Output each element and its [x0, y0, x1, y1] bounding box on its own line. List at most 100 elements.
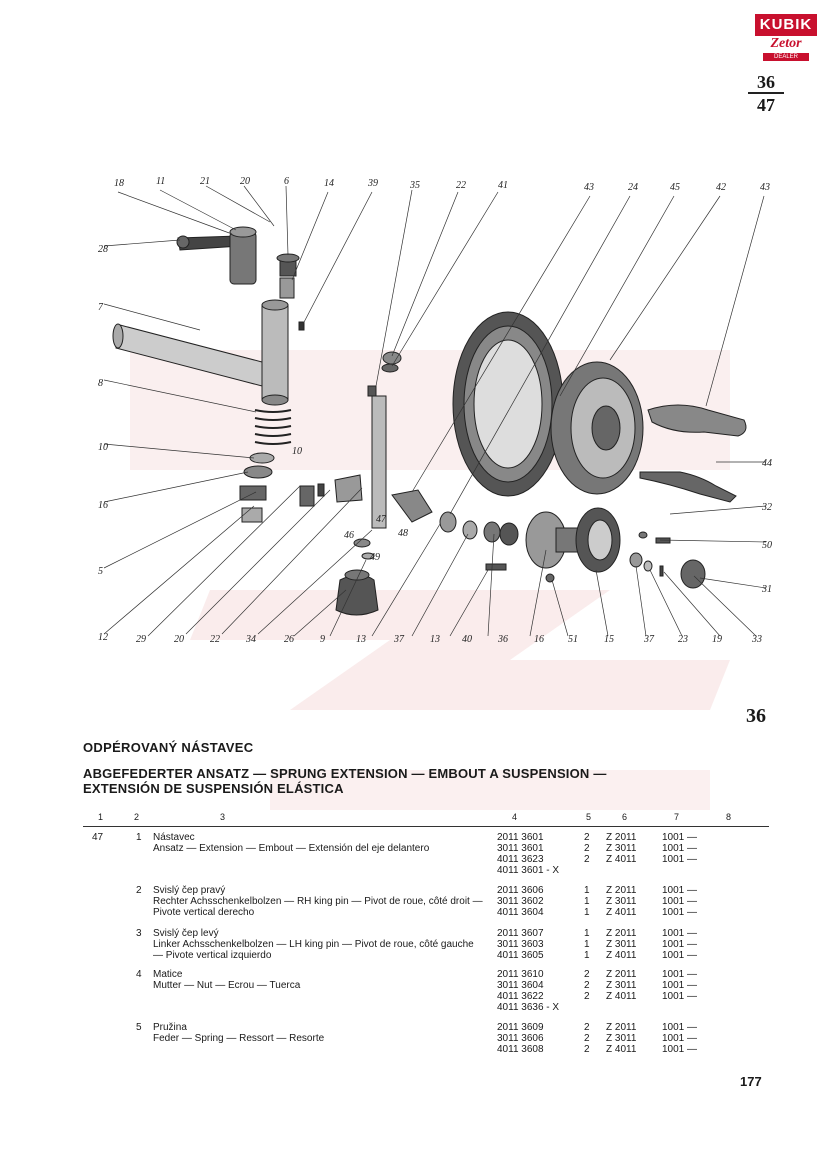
quantities-entry: 1: [584, 928, 590, 939]
kubik-zetor-logo: KUBIK Zetor DEALER: [755, 14, 817, 66]
quantities-entry: 2: [584, 969, 590, 980]
description-line: Rechter Achsschenkelbolzen — RH king pin…: [153, 896, 483, 918]
logo-brand: KUBIK: [755, 14, 817, 36]
part-codes-entry: 4011 3622: [497, 991, 544, 1002]
extension-tube-part: [112, 299, 289, 406]
tractor-models-entry: [606, 1002, 636, 1013]
callout: 42: [716, 182, 726, 193]
column-number: 7: [674, 812, 680, 822]
callout: 39: [367, 178, 378, 189]
figure-fraction: 36 47: [748, 72, 784, 116]
description-line: Nástavec: [153, 832, 195, 843]
callout: 16: [534, 634, 544, 645]
quantities-entry: 2: [584, 1022, 590, 1033]
part-codes-entry: 2011 3609: [497, 1022, 544, 1033]
valid-from-entry: 1001 —: [662, 885, 698, 896]
part-codes-entry: 4011 3605: [497, 950, 544, 961]
quantities-entry: 1: [584, 950, 590, 961]
tractor-models-entry: Z 4011: [606, 950, 637, 961]
callout: 22: [456, 180, 466, 191]
part-codes-entry: 3011 3601: [497, 843, 544, 854]
valid-from: 1001 —1001 —1001 —: [662, 885, 697, 918]
callout: 40: [462, 634, 472, 645]
valid-from: 1001 —1001 —1001 —: [662, 832, 697, 876]
callout: 10: [98, 442, 108, 453]
callout: 29: [136, 634, 146, 645]
tractor-models-entry: Z 4011: [606, 854, 637, 865]
callout-labels: 18 11 21 20 6 14 39 35 22 41 43 24 45 42…: [98, 176, 772, 645]
quantities-entry: 2: [584, 980, 590, 991]
description-line: Pružina: [153, 1022, 187, 1033]
part-codes-entry: 4011 3636 - X: [497, 1002, 560, 1013]
part-codes-entry: 4011 3623: [497, 854, 544, 865]
callout: 7: [98, 302, 104, 313]
callout: 26: [284, 634, 294, 645]
column-number: 4: [512, 812, 518, 822]
callout: 35: [409, 180, 420, 191]
hub-part: [525, 507, 621, 573]
steering-arm-part: [176, 226, 257, 285]
tractor-models-entry: Z 2011: [606, 885, 637, 896]
tractor-models-entry: Z 4011: [606, 907, 637, 918]
part-codes-entry: 3011 3604: [497, 980, 544, 991]
callout: 18: [114, 178, 124, 189]
position-number: 2: [136, 885, 142, 896]
description-line: Svislý čep levý: [153, 928, 219, 939]
logo-tag: DEALER: [763, 53, 809, 61]
callout: 36: [497, 634, 508, 645]
table-header-rule: [83, 826, 769, 827]
part-codes-entry: 4011 3604: [497, 907, 544, 918]
tire-part: [452, 311, 564, 497]
part-codes-entry: 2011 3606: [497, 885, 544, 896]
callout: 33: [751, 634, 762, 645]
callout: 28: [98, 244, 108, 255]
callout: 50: [762, 540, 772, 551]
valid-from-entry: 1001 —: [662, 1033, 698, 1044]
callout: 8: [98, 378, 103, 389]
valid-from-entry: 1001 —: [662, 843, 698, 854]
column-number: 6: [622, 812, 628, 822]
tractor-models-entry: Z 3011: [606, 980, 637, 991]
valid-from-entry: 1001 —: [662, 969, 698, 980]
quantities-entry: 2: [584, 832, 590, 843]
callout: 43: [760, 182, 770, 193]
part-codes-entry: 2011 3610: [497, 969, 544, 980]
callout: 20: [240, 176, 250, 187]
quantities-entry: 1: [584, 939, 590, 950]
logo-sub: Zetor: [770, 36, 802, 51]
description-line: Matice: [153, 969, 183, 980]
callout: 24: [628, 182, 638, 193]
position-number: 1: [136, 832, 142, 843]
column-number: 5: [586, 812, 592, 822]
callout: 20: [174, 634, 184, 645]
valid-from: 1001 —1001 —1001 —: [662, 969, 697, 1013]
callout: 21: [200, 176, 210, 187]
figure-number: 36: [746, 705, 766, 727]
valid-from-entry: 1001 —: [662, 832, 698, 843]
callout: 16: [98, 500, 108, 511]
valid-from-entry: 1001 —: [662, 950, 698, 961]
valid-from-entry: 1001 —: [662, 1044, 698, 1055]
part-codes-entry: 4011 3601 - X: [497, 865, 560, 876]
part-codes-entry: 4011 3608: [497, 1044, 544, 1055]
tractor-models-entry: Z 2011: [606, 928, 637, 939]
quantities-entry: 1: [584, 885, 590, 896]
page-number: 177: [740, 1074, 762, 1089]
description-line: Linker Achsschenkelbolzen — LH king pin …: [153, 939, 474, 961]
title-line-1: ABGEFEDERTER ANSATZ — SPRUNG EXTENSION —…: [83, 766, 607, 781]
quantities-entry: 2: [584, 991, 590, 1002]
description-line: Mutter — Nut — Ecrou — Tuerca: [153, 980, 301, 991]
callout: 31: [761, 584, 772, 595]
part-codes-entry: 3011 3603: [497, 939, 544, 950]
column-number: 3: [220, 812, 226, 822]
